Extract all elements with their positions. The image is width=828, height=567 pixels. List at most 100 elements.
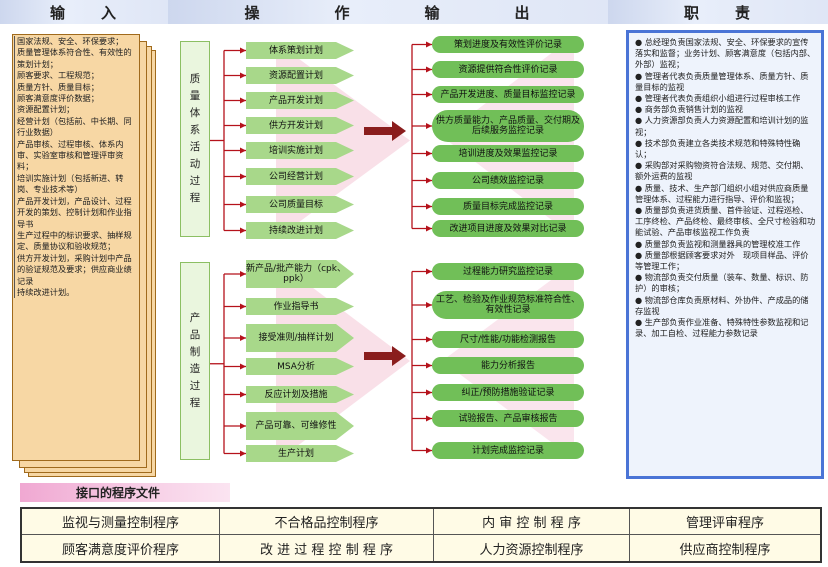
- group-label-char: 系: [189, 124, 201, 136]
- group-label-char: 质: [189, 73, 201, 85]
- interface-procedure: 改 进 过 程 控 制 程 序: [220, 535, 434, 561]
- duty-item: ● 物流部仓库负责原材料、外协件、产成品的储存监视: [635, 294, 809, 316]
- group-label-char: 活: [189, 141, 201, 153]
- group-label-quality-system: 质量体系活动过程: [180, 41, 210, 237]
- group-label-char: 量: [189, 90, 201, 102]
- activity-connector-arrow: [240, 363, 246, 370]
- output-pill: 质量目标完成监控记录: [432, 198, 584, 215]
- output-connector-arrow: [426, 150, 432, 157]
- input-item: 生产过程中的标识要求、抽样规定、质量协议和验收规范；: [14, 229, 132, 253]
- group-label-char: 造: [189, 363, 201, 375]
- output-connector-arrow: [426, 415, 432, 422]
- output-connector-arrow: [426, 41, 432, 48]
- activity-connector-arrow: [240, 450, 246, 457]
- group-label-char: 动: [189, 158, 201, 170]
- input-item: 产品审核、过程审核、体系内审、实验室审核和管理评审资料；: [14, 138, 132, 173]
- input-item: 持续改进计划。: [14, 286, 132, 299]
- duty-box: ● 总经理负责国家法规、安全、环保要求的宣传落实和监督；业务计划、顾客满意度（包…: [626, 30, 824, 479]
- activity-connector-arrow: [240, 47, 246, 54]
- input-item: 顾客要求、工程规范；: [14, 70, 132, 82]
- header-input: 输 入: [0, 0, 168, 24]
- output-pill: 计划完成监控记录: [432, 442, 584, 459]
- output-pill: 试验报告、产品审核报告: [432, 410, 584, 427]
- big-arrow-body: [364, 352, 394, 360]
- input-item: 产品开发计划，产品设计、过程开发的策划、控制计划和作业指导书: [14, 195, 132, 230]
- output-connector-arrow: [426, 302, 432, 308]
- output-pill: 尺寸/性能/功能检测报告: [432, 331, 584, 348]
- group-label-char: 品: [189, 329, 201, 341]
- header-op-3: 输: [424, 3, 442, 22]
- activity-pill: 接受准则/抽样计划: [246, 324, 354, 352]
- input-item: 经营计划（包括前、中长期、同行业数据）: [14, 115, 132, 139]
- duty-item: ● 总经理负责国家法规、安全、环保要求的宣传落实和监督；业务计划、顾客满意度（包…: [635, 37, 816, 70]
- activity-connector-arrow: [240, 97, 246, 104]
- doc-page-front: [12, 34, 140, 461]
- duty-item: ● 生产部负责作业准备、特殊特性参数监视和记录、加工自检、过程能力参数记录: [635, 317, 809, 339]
- activity-connector-arrow: [240, 423, 246, 429]
- activity-pill: 持续改进计划: [246, 222, 354, 239]
- activity-connector-arrow: [240, 173, 246, 180]
- duty-item: ● 质量部负责监视和测量器具的管理校准工作: [635, 238, 801, 249]
- big-arrow-head: [392, 121, 406, 141]
- group-label-char: 程: [189, 192, 201, 204]
- activity-pill: 资源配置计划: [246, 67, 354, 84]
- duty-item: ● 物流部负责交付质量（装车、数量、标识、防护）的审核；: [635, 272, 809, 294]
- duty-item: ● 人力资源部负责人力资源配置和培训计划的监视；: [635, 115, 809, 137]
- output-pill: 过程能力研究监控记录: [432, 263, 584, 280]
- input-item: 培训实施计划（包括新进、转岗、专业技术等）: [14, 172, 132, 196]
- activity-connector-arrow: [240, 201, 246, 208]
- activity-pill: 培训实施计划: [246, 142, 354, 159]
- output-connector-arrow: [426, 91, 432, 98]
- duty-item: ● 采购部对采购物资符合法规、规范、交付期、额外运费的监视: [635, 160, 809, 182]
- input-item: 顾客满意度评价数据；: [14, 93, 132, 105]
- output-pill: 供方质量能力、产品质量、交付期及后续服务监控记录: [432, 110, 584, 142]
- group-label-char: 程: [189, 397, 201, 409]
- output-connector-arrow: [426, 177, 432, 184]
- header-op-2: 作: [334, 3, 352, 22]
- activity-pill: 产品开发计划: [246, 92, 354, 109]
- output-connector-arrow: [426, 362, 432, 369]
- activity-connector-arrow: [240, 72, 246, 79]
- interface-title: 接口的程序文件: [20, 483, 230, 502]
- duty-item: ● 管理者代表负责质量管理体系、质量方针、质量目标的监视: [635, 70, 809, 92]
- group-label-char: 过: [189, 175, 201, 187]
- group-label-product-manufacturing: 产品制造过程: [180, 262, 210, 460]
- activity-pill: 生产计划: [246, 445, 354, 462]
- activity-pill: 产品可靠、可维修性: [246, 412, 354, 440]
- output-pill: 资源提供符合性评价记录: [432, 61, 584, 78]
- interface-procedure: 管理评审程序: [630, 509, 820, 535]
- interface-table: 监视与测量控制程序不合格品控制程序内 审 控 制 程 序管理评审程序顾客满意度评…: [20, 507, 822, 563]
- duty-item: ● 商务部负责销售计划的监视: [635, 104, 743, 115]
- activity-connector-arrow: [240, 335, 246, 341]
- duty-item: ● 管理者代表负责组织小组进行过程审核工作: [635, 93, 801, 104]
- output-pill: 培训进度及效果监控记录: [432, 145, 584, 162]
- group-label-char: 制: [189, 346, 201, 358]
- interface-procedure: 顾客满意度评价程序: [22, 535, 220, 561]
- activity-pill: 作业指导书: [246, 298, 354, 315]
- activity-pill: 新产品/批产能力（cpk、ppk）: [246, 260, 354, 288]
- output-connector-arrow: [426, 268, 432, 275]
- group-label-char: 体: [189, 107, 201, 119]
- left-triangle: [276, 42, 410, 239]
- interface-procedure: 内 审 控 制 程 序: [434, 509, 630, 535]
- output-pill: 纠正/预防措施验证记录: [432, 384, 584, 401]
- interface-procedure: 不合格品控制程序: [220, 509, 434, 535]
- output-connector-arrow: [426, 203, 432, 210]
- duty-item: ● 质量部根据顾客要求对外 现项目样品、评价等管理工作；: [635, 249, 809, 272]
- activity-pill: MSA分析: [246, 358, 354, 375]
- input-item: 质量管理体系符合性、有效性的策划计划；: [14, 47, 132, 71]
- activity-connector-arrow: [240, 122, 246, 129]
- header-operation-output: 操 作 输 出: [168, 0, 608, 24]
- output-connector-arrow: [426, 225, 432, 232]
- output-pill: 公司绩效监控记录: [432, 172, 584, 189]
- input-item: 供方开发计划，采购计划中产品的验证规范及要求；供应商业绩记录: [14, 252, 132, 287]
- output-pill: 工艺、检验及作业规范标准符合性、有效性记录: [432, 291, 584, 319]
- output-connector-arrow: [426, 389, 432, 396]
- activity-pill: 公司质量目标: [246, 196, 354, 213]
- input-item: 资源配置计划；: [14, 104, 132, 116]
- activity-pill: 反应计划及措施: [246, 386, 354, 403]
- activity-connector-arrow: [240, 147, 246, 154]
- output-pill: 改进项目进度及效果对比记录: [432, 220, 584, 237]
- header-op-4: 出: [514, 3, 532, 22]
- output-pill: 策划进度及有效性评价记录: [432, 36, 584, 53]
